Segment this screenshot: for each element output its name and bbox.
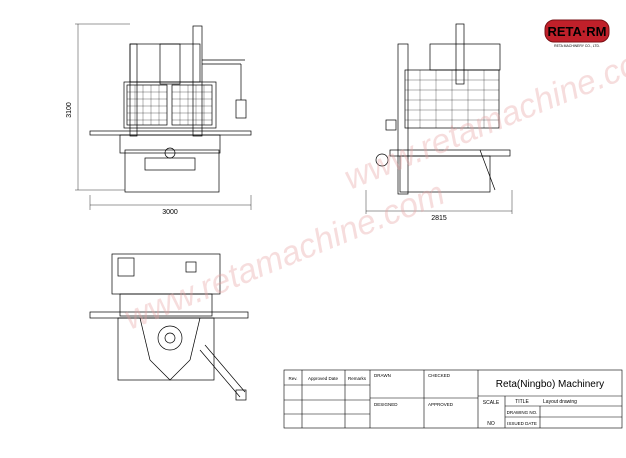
col-approved-date-label: Approved Date: [308, 376, 339, 381]
logo-badge: [544, 19, 610, 43]
reta-rm-logo: RETA·RM RETA MACHINERY CO., LTD.: [544, 19, 610, 48]
side-view: [365, 23, 513, 214]
side-width-label: 2815: [431, 215, 447, 222]
watermark-text-2: www.retamachine.com: [339, 34, 626, 197]
logo-tagline: RETA MACHINERY CO., LTD.: [554, 44, 600, 48]
scale-value: NO: [487, 421, 495, 427]
scale-label: SCALE: [483, 400, 500, 406]
front-view: [75, 23, 252, 210]
front-width-label: 3000: [162, 209, 178, 216]
col-remarks-label: Remarks: [348, 376, 367, 381]
issued-date-label: ISSUED DATE: [507, 421, 537, 426]
title-block: [283, 369, 623, 429]
logo-brand-text: RETA·RM: [548, 24, 607, 39]
drawn-label: DRAWN: [374, 373, 391, 378]
drawing-no-label: DRAWING NO.: [507, 410, 538, 415]
title-value: Layout drawing: [543, 399, 577, 405]
designed-label: DESIGNED: [374, 402, 398, 407]
watermark-text: www.retamachine.com: [119, 174, 450, 337]
top-view: [89, 253, 249, 401]
checked-label: CHECKED: [428, 373, 451, 378]
company-name: Reta(Ningbo) Machinery: [496, 379, 604, 390]
col-rev-label: Rev.: [289, 376, 298, 381]
front-height-label: 3100: [66, 102, 73, 118]
approved-label: APPROVED: [428, 402, 454, 407]
title-label: TITLE: [515, 399, 529, 405]
